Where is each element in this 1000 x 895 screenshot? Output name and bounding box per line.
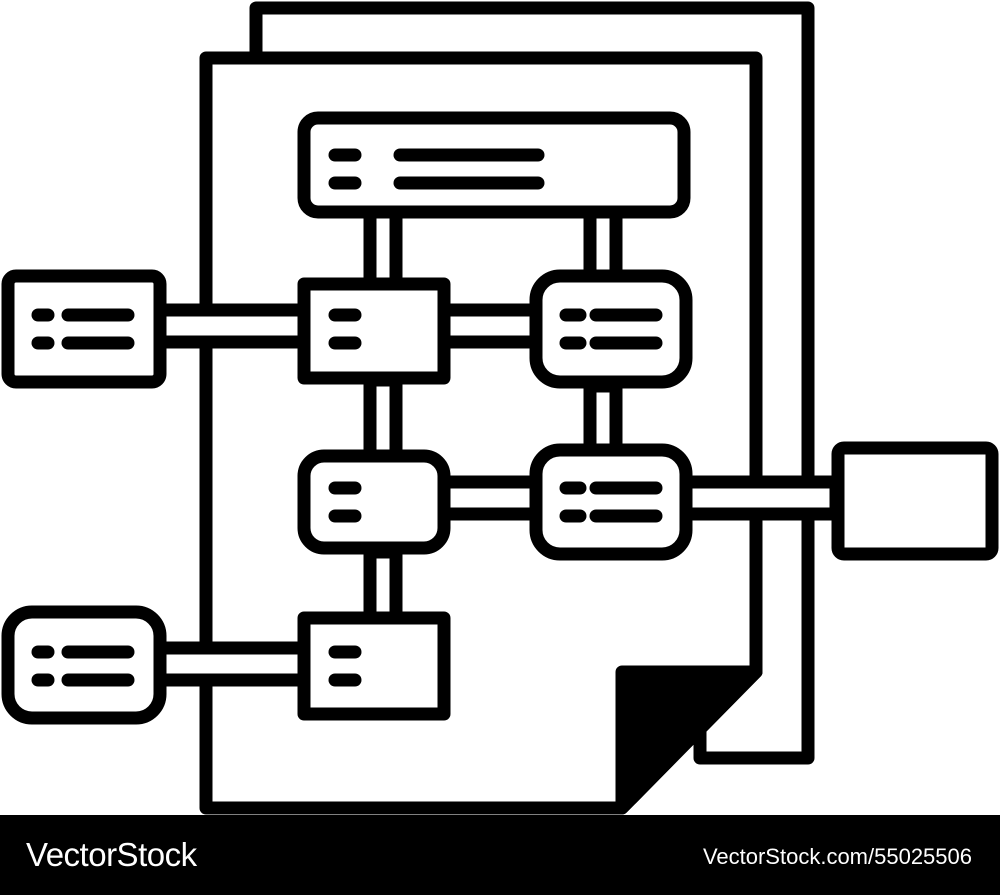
left-top-node <box>1 269 167 389</box>
right-middle-node <box>529 443 693 561</box>
far-right-node <box>831 441 999 561</box>
left-bottom-node <box>1 605 167 725</box>
flowchart-document-icon <box>1 1 999 815</box>
brand-logo: VectorStock <box>26 836 197 873</box>
folded-corner-icon <box>615 665 763 815</box>
center-bottom-node <box>297 611 451 721</box>
right-top-node <box>529 269 693 389</box>
header-node <box>297 111 691 219</box>
image-id-label: VectorStock.com/55025506 <box>702 844 972 869</box>
footer-bar: VectorStock VectorStock.com/55025506 <box>0 815 1000 895</box>
center-middle-node <box>297 449 451 555</box>
center-top-node <box>297 277 451 385</box>
